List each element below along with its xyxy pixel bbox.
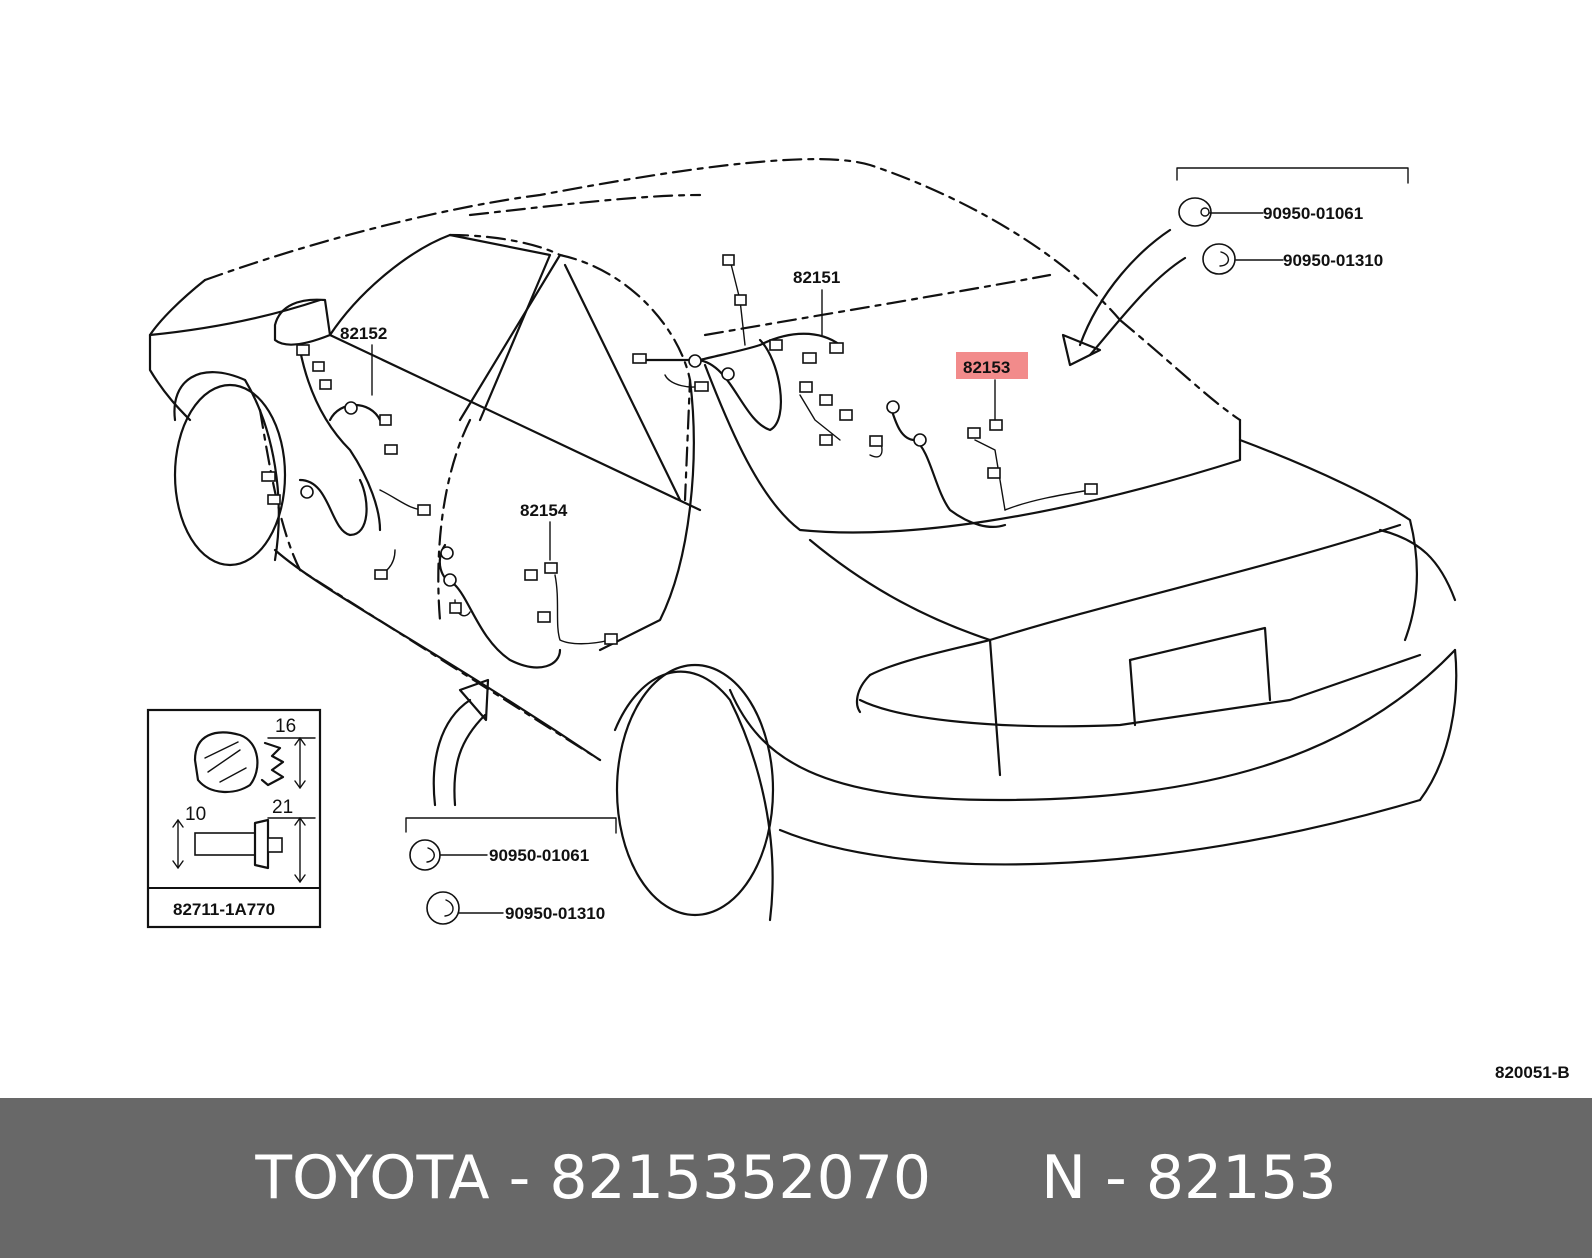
separator: - <box>508 1143 531 1213</box>
grommet-left-2-label: 90950-01310 <box>505 904 605 923</box>
dim-21: 21 <box>272 797 293 818</box>
clip-detail-box: 16 10 21 82711-1A770 <box>146 708 322 929</box>
callout-highlight <box>956 352 1028 379</box>
wire-harness-82154 <box>438 543 618 669</box>
separator: - <box>1105 1143 1127 1213</box>
car-body-outline <box>148 158 1458 922</box>
part-number: 8215352070 <box>549 1143 932 1213</box>
n-value: 82153 <box>1145 1143 1337 1213</box>
figure-code: 820051-B <box>1495 1063 1570 1082</box>
dim-10: 10 <box>185 804 206 825</box>
callout-82152: 82152 <box>340 324 387 343</box>
callout-82151: 82151 <box>793 268 840 287</box>
grommet-group-right: 90950-01061 90950-01310 <box>1061 167 1409 367</box>
footer-caption-bar: TOYOTA - 8215352070 N - 82153 <box>0 1098 1592 1258</box>
n-label: N <box>1041 1143 1086 1213</box>
parts-diagram: 82151 82152 82153 82154 90950-01061 9095… <box>146 158 1570 1082</box>
wire-harness-82153 <box>869 400 1098 528</box>
grommet-right-1-label: 90950-01061 <box>1263 204 1363 223</box>
grommet-right-2-label: 90950-01310 <box>1283 251 1383 270</box>
callout-82153: 82153 <box>963 358 1010 377</box>
callout-82154: 82154 <box>520 501 568 520</box>
wire-harness-82151 <box>632 254 853 446</box>
clip-part-number: 82711-1A770 <box>173 900 275 919</box>
brand-name: TOYOTA <box>255 1143 490 1213</box>
grommet-left-1-label: 90950-01061 <box>489 846 589 865</box>
wire-harness-82152 <box>261 344 431 580</box>
dim-16: 16 <box>275 716 296 737</box>
leader-lines <box>371 289 996 561</box>
grommet-group-left: 90950-01061 90950-01310 <box>405 678 617 925</box>
